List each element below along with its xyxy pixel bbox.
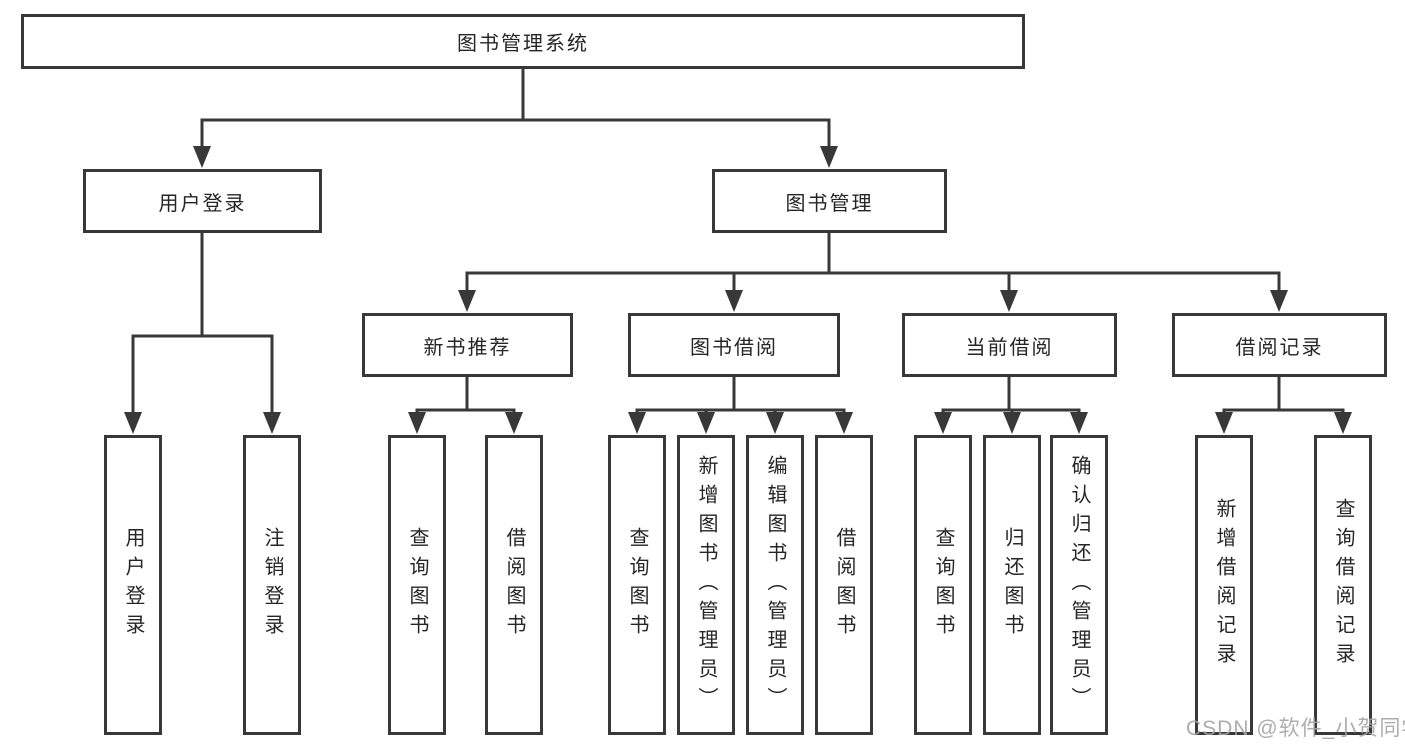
leaf-confirm-return-admin-label: 确认归还（管理员） (1068, 454, 1090, 716)
leaf-add-borrow-record: 新增借阅记录 (1195, 435, 1253, 735)
leaf-add-books-admin-label: 新增图书（管理员） (695, 454, 717, 716)
leaf-logout: 注销登录 (243, 435, 301, 735)
node-borrowing-records-label: 借阅记录 (1235, 336, 1324, 359)
node-root-system: 图书管理系统 (21, 14, 1025, 69)
leaf-query-books-current-label: 查询图书 (932, 527, 954, 643)
leaf-query-borrow-record-label: 查询借阅记录 (1332, 498, 1354, 672)
leaf-query-books-borrowing: 查询图书 (608, 435, 666, 735)
node-current-borrowing: 当前借阅 (902, 313, 1117, 377)
leaf-borrow-books: 借阅图书 (815, 435, 873, 735)
csdn-watermark: CSDN @软件_小贺同学 (1186, 717, 1405, 740)
node-book-management: 图书管理 (712, 169, 947, 233)
leaf-add-books-admin: 新增图书（管理员） (677, 435, 735, 735)
leaf-borrow-books-recommend: 借阅图书 (485, 435, 543, 735)
node-user-login-label: 用户登录 (158, 192, 247, 215)
leaf-query-books-recommend: 查询图书 (388, 435, 446, 735)
leaf-query-books-current: 查询图书 (914, 435, 972, 735)
leaf-user-login: 用户登录 (104, 435, 162, 735)
leaf-edit-books-admin: 编辑图书（管理员） (746, 435, 804, 735)
leaf-user-login-label: 用户登录 (122, 527, 144, 643)
node-user-login: 用户登录 (83, 169, 322, 233)
node-borrowing-records: 借阅记录 (1172, 313, 1387, 377)
leaf-logout-label: 注销登录 (261, 527, 283, 643)
leaf-borrow-books-recommend-label: 借阅图书 (503, 527, 525, 643)
node-book-management-label: 图书管理 (785, 192, 874, 215)
node-book-borrowing-label: 图书借阅 (690, 336, 778, 359)
arrowheads (124, 146, 1352, 434)
node-root-label: 图书管理系统 (457, 33, 589, 55)
leaf-edit-books-admin-label: 编辑图书（管理员） (764, 454, 786, 716)
leaf-query-borrow-record: 查询借阅记录 (1314, 435, 1372, 735)
node-current-borrowing-label: 当前借阅 (965, 336, 1054, 359)
leaf-query-books-borrowing-label: 查询图书 (626, 527, 648, 643)
leaf-borrow-books-label: 借阅图书 (833, 527, 855, 643)
node-new-book-recommend: 新书推荐 (362, 313, 573, 377)
leaf-add-borrow-record-label: 新增借阅记录 (1213, 498, 1235, 672)
leaf-query-books-recommend-label: 查询图书 (406, 527, 428, 643)
leaf-confirm-return-admin: 确认归还（管理员） (1050, 435, 1108, 735)
node-new-book-recommend-label: 新书推荐 (423, 336, 512, 359)
leaf-return-books: 归还图书 (983, 435, 1041, 735)
node-book-borrowing: 图书借阅 (628, 313, 840, 377)
leaf-return-books-label: 归还图书 (1001, 527, 1023, 643)
